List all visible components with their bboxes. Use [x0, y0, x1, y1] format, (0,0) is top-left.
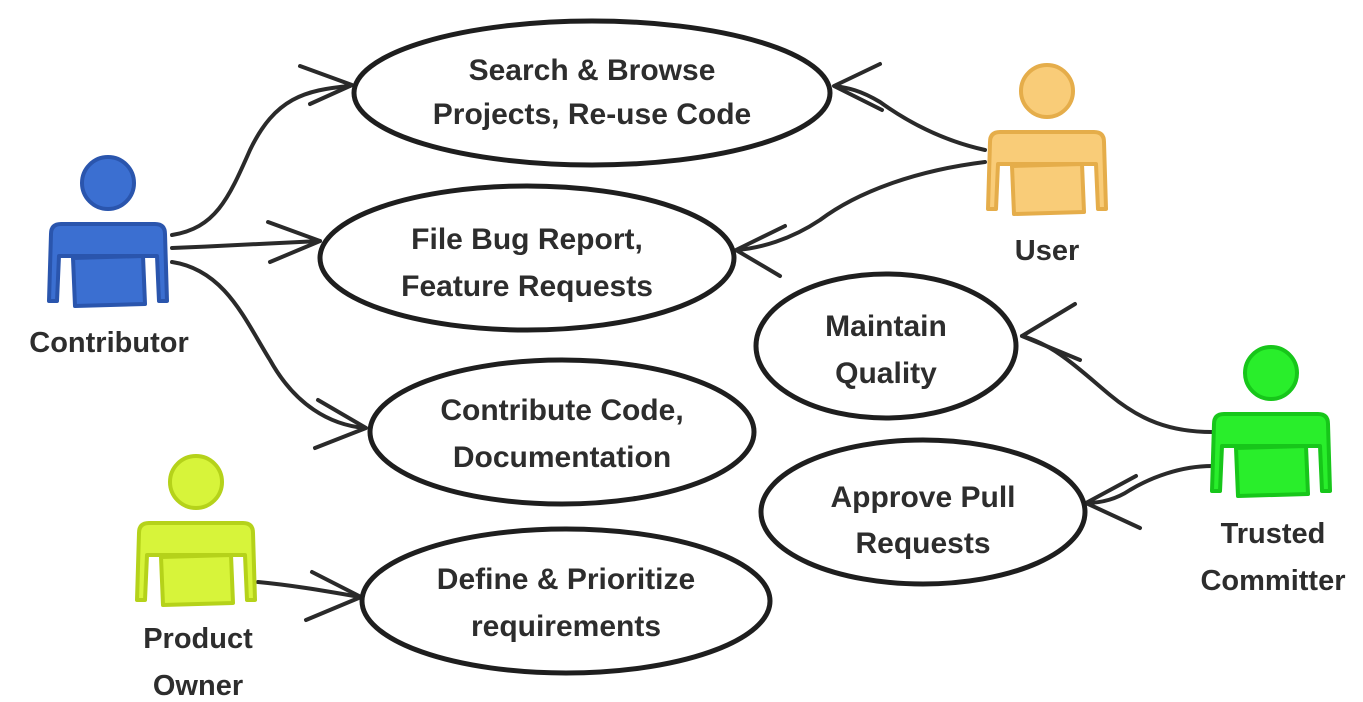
connector-contributor-contribute-code	[170, 260, 367, 430]
actor-label: User	[1015, 235, 1080, 267]
actor-body	[47, 222, 169, 303]
actor-torso	[1234, 444, 1310, 498]
arrowhead-file-bug-right	[734, 224, 787, 278]
connector-user-file-bug	[735, 160, 987, 252]
arrowhead-search-browse-right	[832, 62, 884, 112]
use-case-ellipse	[367, 357, 757, 507]
actor-label: Contributor	[29, 327, 188, 359]
use-case-label-line-1: Search & Browse	[469, 54, 716, 87]
use-case-label-line-2: Feature Requests	[401, 270, 653, 303]
actor-body	[986, 130, 1108, 211]
use-case-ellipse	[359, 526, 773, 676]
person-icon	[986, 63, 1108, 216]
actor-head	[168, 454, 224, 510]
use-case-ellipse	[317, 183, 737, 333]
use-case-ellipse	[351, 18, 833, 168]
person-icon	[135, 454, 257, 607]
actor-product-owner: Product Owner	[135, 454, 257, 702]
use-case-label-line-1: File Bug Report,	[411, 223, 643, 256]
use-case-search-browse: Search & Browse Projects, Re-use Code	[351, 18, 833, 168]
actor-torso	[159, 553, 235, 607]
use-case-define-prioritize: Define & Prioritize requirements	[359, 526, 773, 676]
arrowhead-contribute-code-left	[313, 398, 368, 450]
connector-trusted-approve	[1084, 464, 1214, 505]
use-case-ellipse	[753, 271, 1019, 421]
connector-product-owner-define	[256, 580, 362, 599]
person-icon	[1210, 345, 1332, 498]
actor-contributor: Contributor	[29, 155, 189, 359]
use-case-contribute-code: Contribute Code, Documentation	[367, 357, 757, 507]
connector-trusted-maintain	[1020, 334, 1214, 434]
use-case-label-line-2: Requests	[855, 527, 990, 560]
connector-user-search-browse	[833, 84, 987, 152]
actor-label-line-1: Trusted	[1221, 518, 1326, 550]
use-case-ellipse	[758, 437, 1088, 587]
use-case-maintain-quality: Maintain Quality	[753, 271, 1019, 421]
person-icon	[47, 155, 169, 308]
connector-contributor-file-bug	[170, 239, 322, 250]
actor-label-line-1: Product	[143, 623, 253, 655]
actor-head	[1019, 63, 1075, 119]
actor-torso	[71, 254, 147, 308]
actor-torso	[1010, 162, 1086, 216]
connectors	[170, 62, 1214, 622]
use-case-label-line-2: Documentation	[453, 441, 671, 474]
use-case-label-line-2: Quality	[835, 357, 937, 390]
actor-head	[1243, 345, 1299, 401]
actor-trusted-committer: Trusted Committer	[1200, 345, 1346, 597]
actor-label-line-2: Committer	[1200, 565, 1345, 597]
arrowhead-maintain-right	[1020, 302, 1082, 362]
arrowhead-search-browse-left	[298, 64, 354, 106]
use-case-label-line-1: Approve Pull	[830, 481, 1015, 514]
connector-contributor-search-browse	[170, 84, 352, 237]
actor-body	[1210, 412, 1332, 493]
use-case-approve-pull: Approve Pull Requests	[758, 437, 1088, 587]
use-case-label-line-1: Maintain	[825, 310, 947, 343]
actor-label-line-2: Owner	[153, 670, 243, 702]
use-case-label-line-2: Projects, Re-use Code	[433, 98, 751, 131]
arrowhead-file-bug-left	[266, 220, 322, 264]
use-case-label-line-2: requirements	[471, 610, 661, 643]
actor-body	[135, 521, 257, 602]
actor-user: User	[986, 63, 1108, 267]
use-case-file-bug: File Bug Report, Feature Requests	[317, 183, 737, 333]
use-case-label-line-1: Contribute Code,	[440, 394, 683, 427]
use-case-label-line-1: Define & Prioritize	[437, 563, 695, 596]
actor-head	[80, 155, 136, 211]
